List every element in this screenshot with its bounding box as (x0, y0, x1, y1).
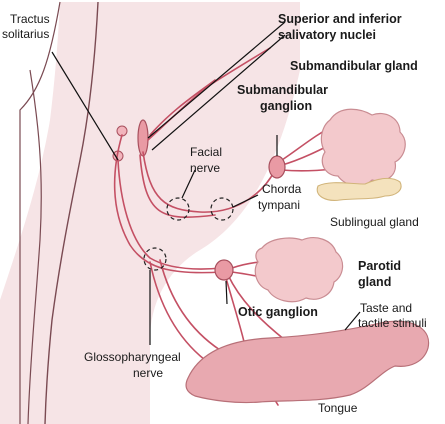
submandibular-ganglion (268, 155, 286, 179)
submandibular-ganglion-label-line1: Submandibular (237, 83, 328, 97)
chorda-tympani-label-line2: tympani (258, 198, 300, 212)
nerve-fibers (113, 47, 371, 406)
brainstem-shape (0, 2, 300, 424)
taste-label-line1: Taste and (360, 301, 412, 315)
facial-nerve-label-line2: nerve (190, 161, 220, 175)
sublingual-gland (316, 177, 402, 201)
leader-lines (51, 21, 361, 345)
sublingual-gland-label: Sublingual gland (330, 215, 419, 229)
glossopharyngeal-nerve-marker (143, 247, 167, 271)
salivatory-nuclei-label-line1: Superior and inferior (278, 12, 402, 26)
otic-ganglion (214, 259, 234, 281)
tractus-label-line2: solitarius (2, 27, 49, 41)
brainstem-inner-line (27, 69, 42, 424)
submandibular-gland (320, 108, 406, 187)
taste-label-line2: tactile stimuli (358, 316, 427, 330)
glossopharyngeal-label-line1: Glossopharyngeal (84, 350, 181, 364)
facial-nerve-marker (166, 197, 190, 221)
parotid-gland-label-line1: Parotid (358, 259, 401, 273)
submandibular-gland-label: Submandibular gland (290, 59, 418, 73)
submandibular-ganglion-label-line2: ganglion (260, 99, 312, 113)
otic-ganglion-label: Otic ganglion (238, 305, 318, 319)
tongue-label: Tongue (318, 401, 358, 415)
facial-nerve-label-line1: Facial (190, 145, 222, 159)
brainstem-outline (44, 1, 99, 424)
tractus-label-line1: Tractus (10, 12, 50, 26)
chorda-tympani-label-line1: Chorda (262, 182, 302, 196)
parotid-gland-label-line2: gland (358, 275, 391, 289)
parotid-gland (254, 237, 344, 303)
glossopharyngeal-label-line2: nerve (133, 366, 163, 380)
salivatory-nuclei-label-line2: salivatory nuclei (278, 28, 376, 42)
tongue (185, 320, 430, 404)
brainstem-edge-left (19, 1, 61, 424)
chorda-tympani-marker (210, 197, 234, 221)
salivatory-nucleus-superior (137, 119, 149, 157)
